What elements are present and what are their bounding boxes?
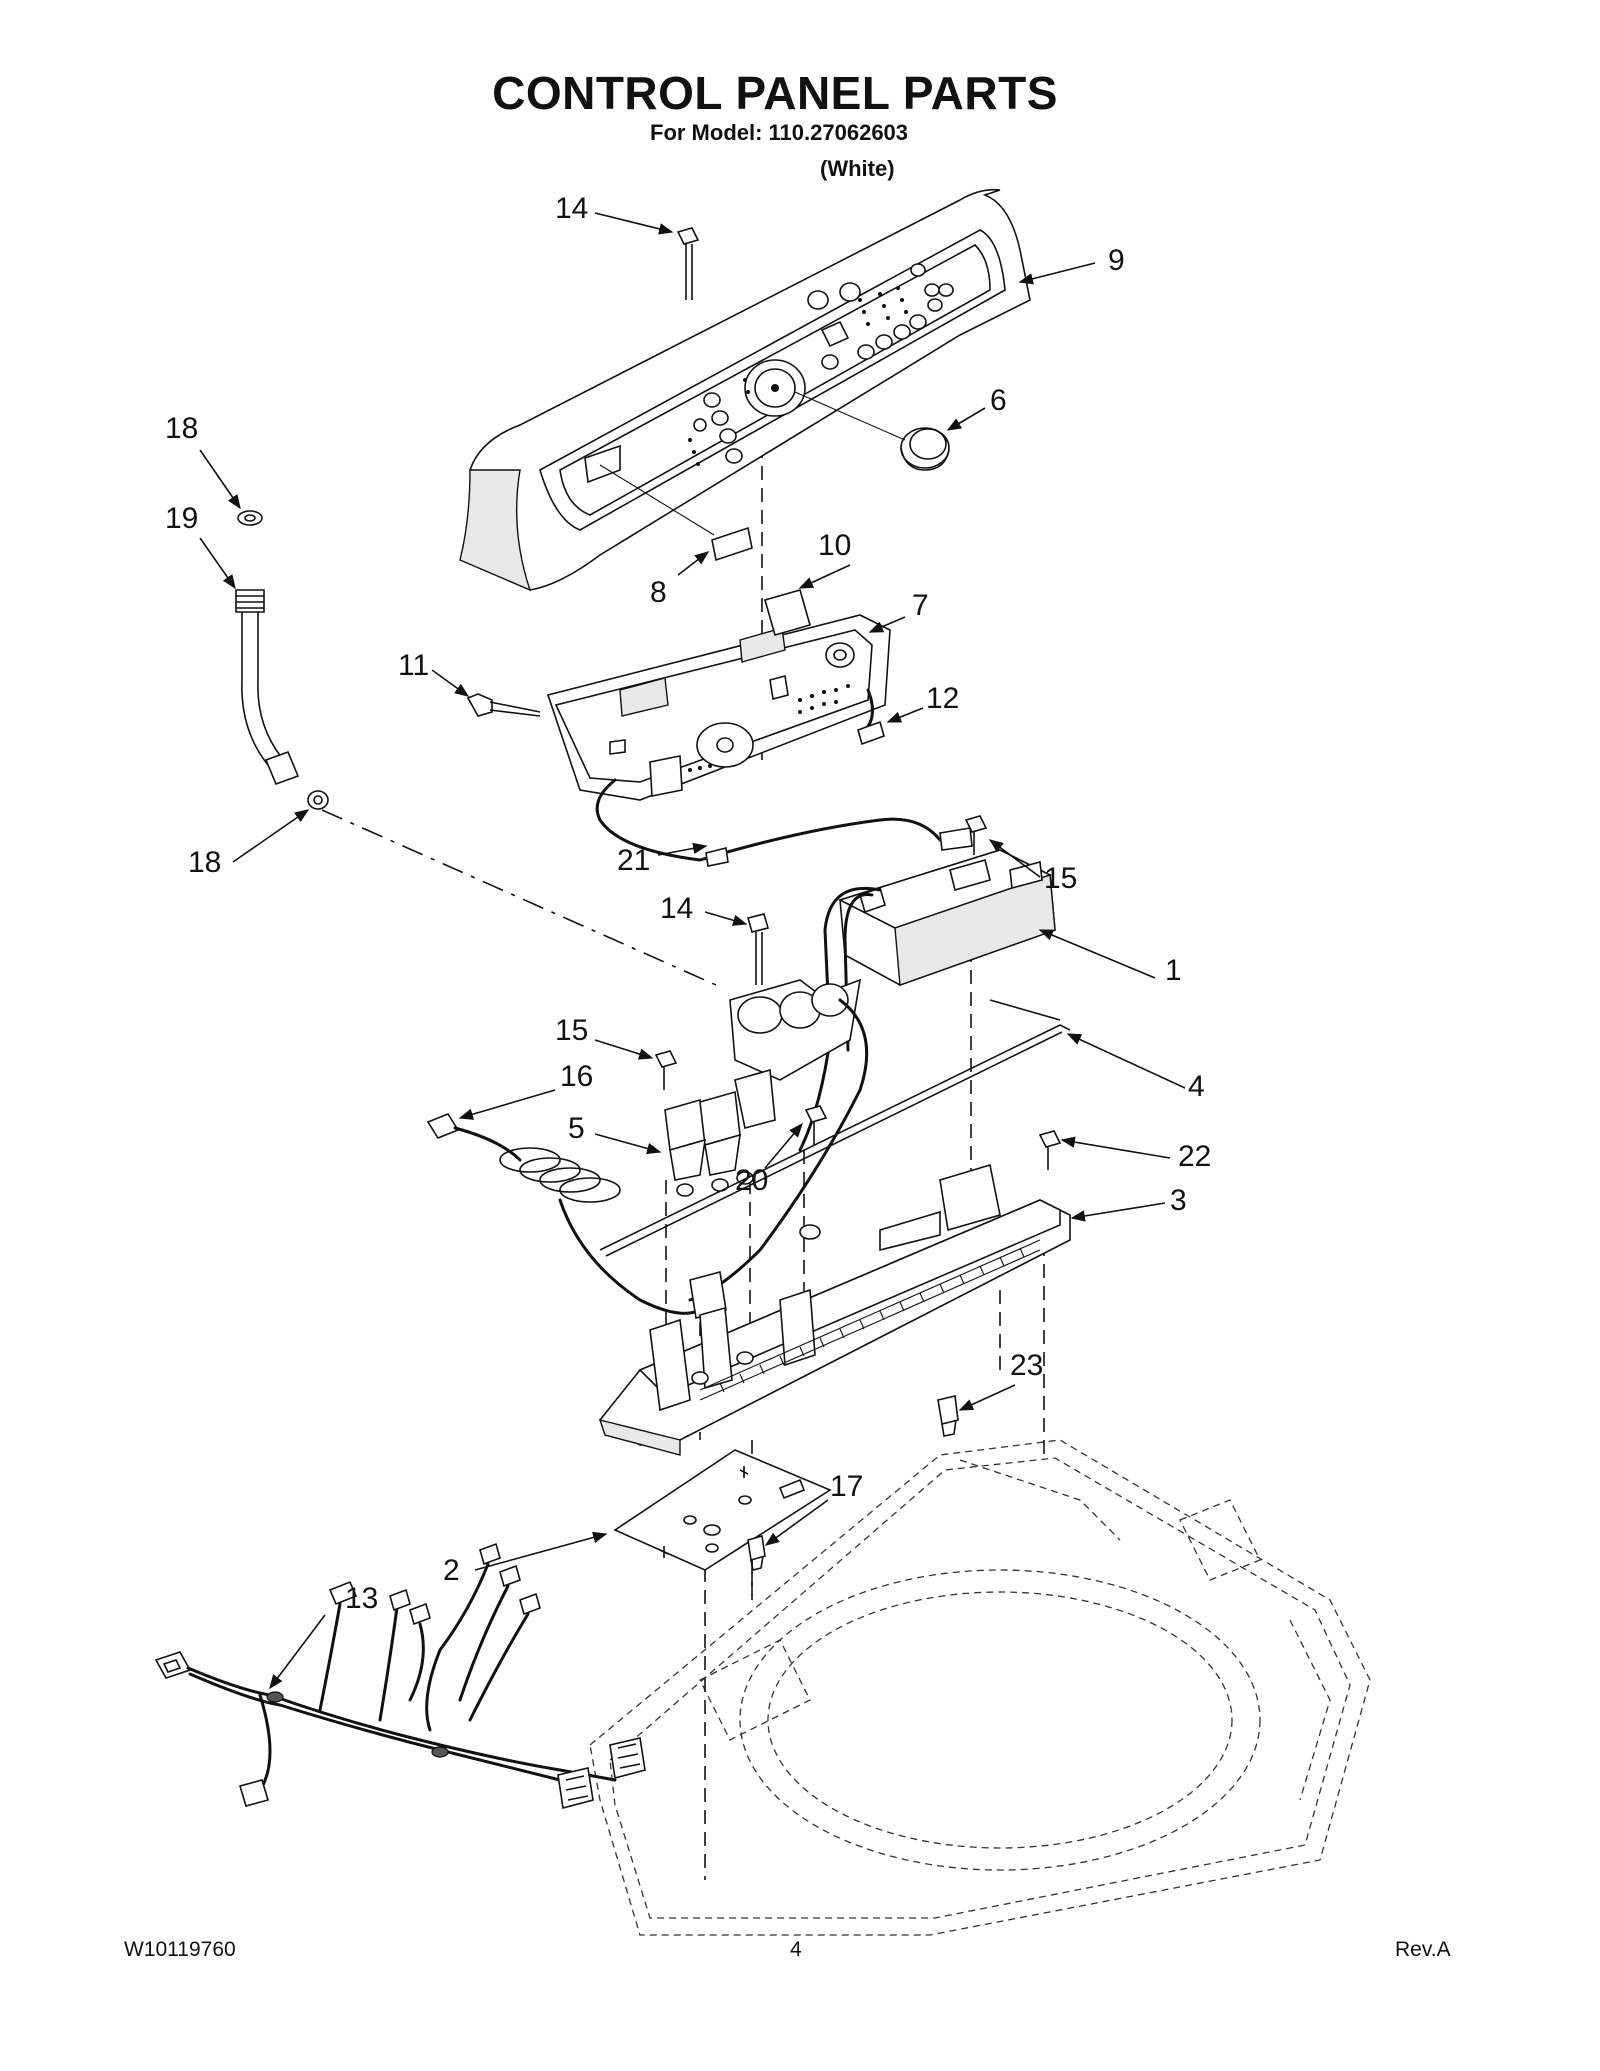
rod bbox=[599, 999, 1071, 1257]
callout-14-top: 14 bbox=[555, 192, 588, 225]
control-board-assembly bbox=[546, 589, 973, 867]
callout-7: 7 bbox=[912, 589, 929, 622]
callout-18-top: 18 bbox=[165, 412, 198, 445]
callout-13: 13 bbox=[345, 1582, 378, 1615]
callout-12: 12 bbox=[926, 682, 959, 715]
clip-17 bbox=[747, 1534, 766, 1571]
washer-top-outline bbox=[589, 1439, 1371, 1936]
screws bbox=[654, 227, 1062, 1170]
callout-10: 10 bbox=[818, 529, 851, 562]
page-number: 4 bbox=[790, 1938, 802, 1961]
console-base bbox=[598, 1163, 1071, 1456]
callout-15-middle: 15 bbox=[555, 1014, 588, 1047]
callout-3: 3 bbox=[1170, 1184, 1187, 1217]
callout-4: 4 bbox=[1188, 1070, 1205, 1103]
callout-9: 9 bbox=[1108, 244, 1125, 277]
callout-14-middle: 14 bbox=[660, 892, 693, 925]
screw-11 bbox=[466, 693, 541, 717]
revision: Rev.A bbox=[1395, 1938, 1451, 1961]
callout-2: 2 bbox=[443, 1554, 460, 1587]
wire-harness bbox=[154, 1542, 646, 1810]
callout-labels: 14 9 6 18 19 8 10 7 11 12 21 15 18 14 1 … bbox=[165, 192, 1211, 1615]
document-number: W10119760 bbox=[124, 1938, 236, 1961]
callout-6: 6 bbox=[990, 384, 1007, 417]
leader-lines bbox=[199, 212, 1186, 1690]
model-line: For Model: 110.27062603 bbox=[650, 120, 909, 145]
callout-21: 21 bbox=[617, 844, 650, 877]
callout-8: 8 bbox=[650, 576, 667, 609]
electronic-control bbox=[798, 849, 1056, 1152]
callout-22: 22 bbox=[1178, 1140, 1211, 1173]
inlet-hose bbox=[235, 510, 329, 810]
page-title: CONTROL PANEL PARTS bbox=[492, 67, 1058, 119]
color-line: (White) bbox=[820, 156, 895, 181]
knob bbox=[794, 391, 950, 471]
console-panel bbox=[459, 188, 1031, 592]
callout-11: 11 bbox=[398, 649, 429, 682]
callout-1: 1 bbox=[1165, 954, 1182, 987]
callout-23: 23 bbox=[1010, 1349, 1043, 1382]
display-lens bbox=[599, 464, 753, 562]
callout-15-top: 15 bbox=[1044, 862, 1077, 895]
water-valve bbox=[664, 978, 869, 1302]
power-cord bbox=[426, 1113, 727, 1320]
mounting-plate bbox=[613, 1449, 832, 1571]
callout-19: 19 bbox=[165, 502, 198, 535]
callout-17: 17 bbox=[830, 1470, 863, 1503]
callout-18-bottom: 18 bbox=[188, 846, 221, 879]
callout-20: 20 bbox=[735, 1164, 768, 1197]
clip-23 bbox=[937, 1395, 959, 1437]
callout-16: 16 bbox=[560, 1060, 593, 1093]
callout-5: 5 bbox=[568, 1112, 585, 1145]
